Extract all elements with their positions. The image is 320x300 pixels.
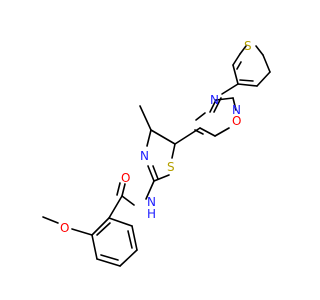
bond — [237, 83, 258, 87]
bond — [139, 105, 152, 131]
bond — [96, 222, 111, 236]
atom-label-o: O — [121, 171, 130, 185]
bond — [239, 79, 254, 82]
bond — [146, 129, 152, 147]
bond — [236, 61, 242, 70]
bond — [232, 97, 237, 111]
bond — [119, 249, 138, 267]
thiophene-ring — [232, 45, 271, 87]
structure-svg: S N O N S N N H O O — [42, 39, 271, 267]
bond — [42, 216, 59, 224]
atom-label-s: S — [244, 39, 252, 53]
bond — [174, 127, 201, 145]
atom-label-h: H — [147, 207, 156, 221]
bond — [116, 182, 121, 196]
thiazole-ring — [146, 129, 176, 182]
atom-label-s: S — [167, 160, 175, 174]
bond — [195, 112, 206, 121]
bond — [121, 183, 126, 197]
bond — [108, 217, 133, 227]
bond — [199, 127, 216, 137]
bond — [131, 225, 138, 251]
bond — [127, 230, 133, 249]
bond — [108, 195, 123, 219]
bond — [262, 54, 271, 73]
benzene-ring — [91, 217, 138, 267]
bond — [121, 195, 135, 206]
atom-label-n: N — [147, 195, 156, 209]
bond — [255, 45, 264, 56]
atom-label-o: O — [232, 114, 241, 128]
bond — [209, 99, 217, 113]
bond — [91, 234, 98, 260]
bond — [153, 174, 170, 182]
atom-label-o: O — [60, 221, 69, 235]
atom-label-n: N — [232, 103, 241, 117]
bond — [221, 83, 239, 95]
atom-label-n: N — [210, 93, 219, 107]
bond — [256, 71, 271, 87]
bond — [232, 64, 239, 85]
bond — [145, 180, 155, 200]
bond — [239, 45, 247, 55]
atom-label-n: N — [140, 149, 149, 163]
molecule-diagram: S N O N S N N H O O — [42, 39, 271, 267]
bond — [91, 217, 110, 236]
bond — [232, 53, 241, 66]
bond — [152, 165, 159, 180]
bond — [147, 165, 155, 182]
bond — [171, 143, 176, 159]
bond — [150, 129, 176, 145]
bond — [215, 97, 234, 101]
bond — [96, 258, 121, 267]
bond — [100, 254, 119, 261]
oxadiazole-ring — [194, 97, 237, 137]
bond — [214, 127, 230, 137]
bond — [71, 228, 93, 236]
